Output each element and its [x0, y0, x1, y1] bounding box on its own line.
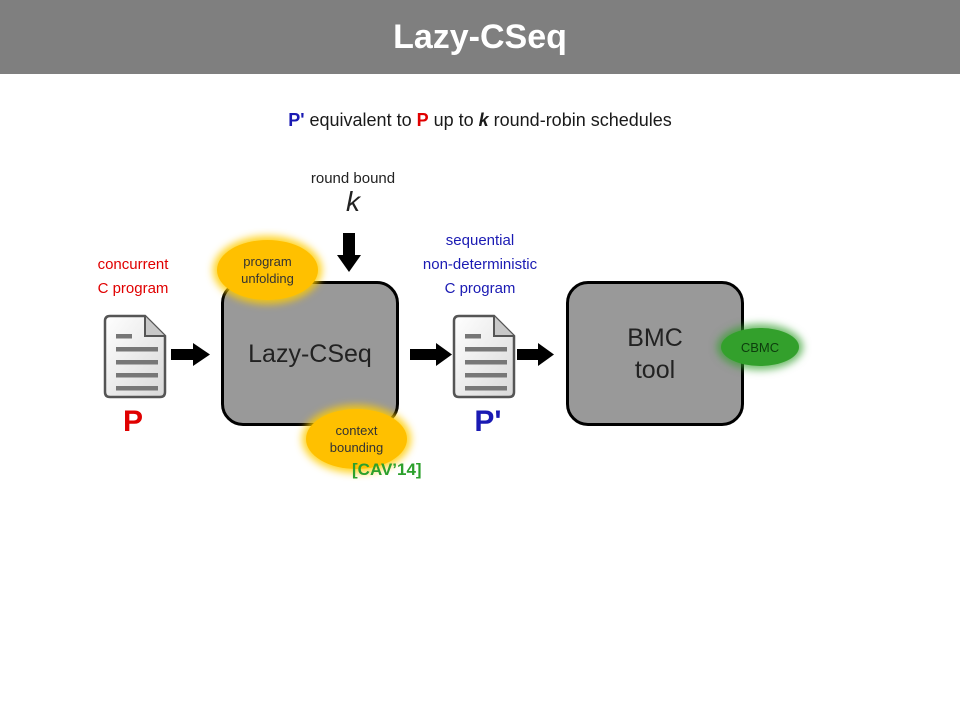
round-bound-arrow: [337, 233, 361, 272]
title-bar: Lazy-CSeq: [0, 0, 960, 74]
arrow-input-to-lazy-cseq: [171, 343, 210, 366]
citation: [CAV’14]: [352, 460, 422, 479]
output-document-icon: [452, 314, 516, 399]
program-p-prime-label: P': [474, 405, 502, 438]
p-prime-ref: P': [288, 110, 305, 130]
context-line2: bounding: [329, 440, 384, 455]
input-program-label: concurrent C program: [68, 253, 198, 301]
context-line1: context: [335, 423, 378, 438]
lazy-cseq-box: Lazy-CSeq: [221, 281, 399, 426]
round-bound-label: round bound k: [288, 170, 418, 217]
round-bound-text: round bound: [310, 170, 396, 187]
input-label-line1: concurrent: [97, 256, 169, 273]
page-title: Lazy-CSeq: [393, 18, 567, 56]
equivalence-statement: P' equivalent to P up to k round-robin s…: [0, 110, 960, 131]
arrow-output-to-bmc: [517, 343, 554, 366]
output-label-line3: C program: [444, 280, 516, 297]
context-bounding-oval: context bounding: [306, 409, 407, 469]
bmc-box-line2: tool: [634, 355, 676, 384]
input-label-line2: C program: [97, 280, 169, 297]
cbmc-oval: CBMC: [721, 328, 799, 366]
round-bound-symbol: k: [346, 186, 360, 217]
unfolding-line2: unfolding: [241, 271, 294, 286]
statement-text-2: up to: [428, 110, 479, 130]
cbmc-label: CBMC: [740, 339, 780, 355]
output-label-line1: sequential: [445, 232, 515, 249]
p-ref: P: [416, 110, 429, 130]
lazy-cseq-box-label: Lazy-CSeq: [248, 339, 372, 368]
output-program-label: sequential non-deterministic C program: [390, 229, 570, 301]
arrow-lazy-cseq-to-output: [410, 343, 452, 366]
k-ref: k: [478, 110, 489, 130]
bmc-box-line1: BMC: [627, 323, 683, 352]
output-label-line2: non-deterministic: [422, 256, 538, 273]
program-p-label: P: [122, 405, 143, 438]
statement-text-1: equivalent to: [304, 110, 417, 130]
program-unfolding-oval: program unfolding: [217, 240, 318, 300]
unfolding-line1: program: [243, 254, 292, 269]
bmc-tool-box: BMC tool: [566, 281, 744, 426]
statement-text-3: round-robin schedules: [488, 110, 672, 130]
input-document-icon: [103, 314, 167, 399]
